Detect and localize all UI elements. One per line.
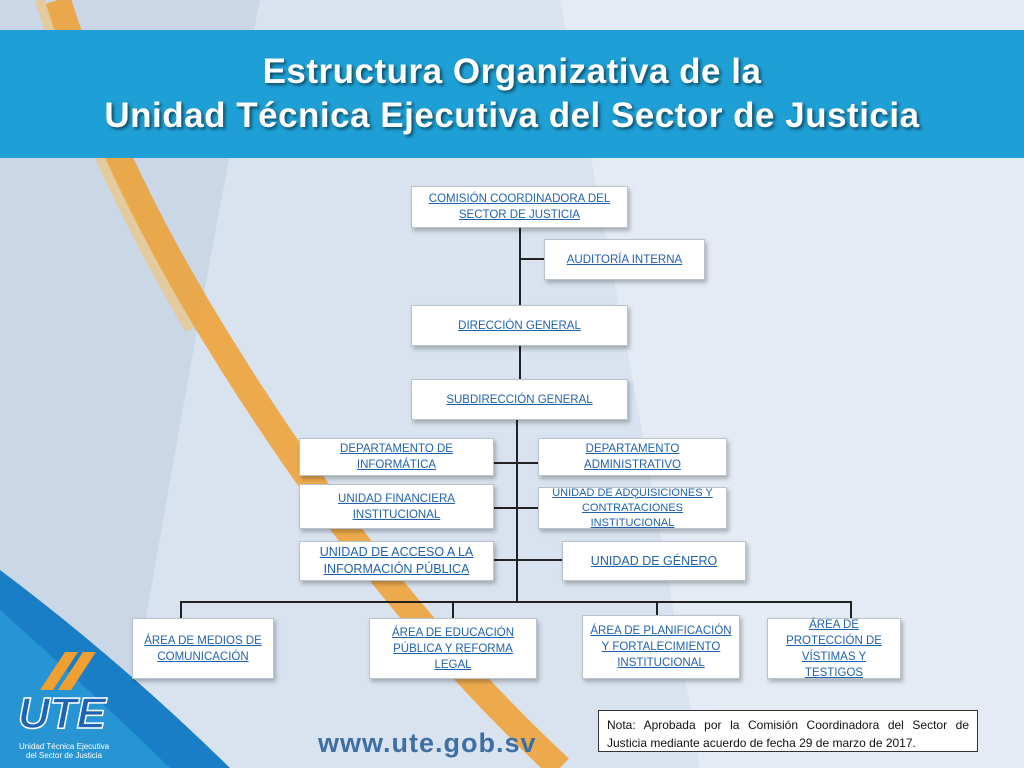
box-subdireccion-general[interactable]: SUBDIRECCIÓN GENERAL (411, 379, 628, 420)
connector-direccion-sub (519, 346, 521, 379)
box-unidad-financiera[interactable]: UNIDAD FINANCIERA INSTITUCIONAL (299, 484, 494, 529)
box-area-medios[interactable]: ÁREA DE MEDIOS DE COMUNICACIÓN (132, 618, 274, 679)
box-unidad-genero[interactable]: UNIDAD DE GÉNERO (562, 541, 746, 581)
auditoria-label: AUDITORÍA INTERNA (566, 253, 683, 266)
box-area-planificacion[interactable]: ÁREA DE PLANIFICACIÓN Y FORTALECIMIENTO … (582, 615, 740, 679)
page-title-line-2: Unidad Técnica Ejecutiva del Sector de J… (104, 96, 920, 135)
connector-area-2 (452, 601, 454, 618)
box-unidad-adquisiciones[interactable]: UNIDAD DE ADQUISICIONES Y CONTRATACIONES… (538, 487, 727, 529)
box-departamento-informatica[interactable]: DEPARTAMENTO DE INFORMÁTICA (299, 438, 494, 476)
unidad-financiera-label: UNIDAD FINANCIERA INSTITUCIONAL (338, 492, 455, 521)
connector-row2 (494, 507, 538, 509)
area-proteccion-label: ÁREA DE PROTECCIÓN DE VÍSTIMAS Y TESTIGO… (786, 618, 882, 679)
area-planificacion-label: ÁREA DE PLANIFICACIÓN Y FORTALECIMIENTO … (590, 625, 732, 669)
unidad-genero-label: UNIDAD DE GÉNERO (590, 553, 718, 568)
unidad-acceso-label: UNIDAD DE ACCESO A LA INFORMACIÓN PÚBLIC… (319, 545, 474, 576)
dep-administrativo-label: DEPARTAMENTO ADMINISTRATIVO (584, 443, 681, 471)
logo-text: UTE (18, 689, 108, 738)
box-departamento-administrativo[interactable]: DEPARTAMENTO ADMINISTRATIVO (538, 438, 727, 476)
dep-informatica-label: DEPARTAMENTO DE INFORMÁTICA (340, 443, 453, 471)
website-url[interactable]: www.ute.gob.sv (318, 728, 537, 758)
connector-main-lower (516, 420, 518, 602)
page-title-line-1: Estructura Organizativa de la (262, 52, 762, 91)
connector-acceso (494, 559, 516, 561)
connector-row1 (494, 462, 538, 464)
logo-subtitle: Unidad Técnica Ejecutiva del Sector de J… (18, 742, 110, 760)
box-auditoria-interna[interactable]: AUDITORÍA INTERNA (544, 239, 705, 280)
connector-main-top (519, 228, 521, 305)
box-comision-coordinadora[interactable]: COMISIÓN COORDINADORA DEL SECTOR DE JUST… (411, 186, 628, 228)
unidad-adquisiciones-label: UNIDAD DE ADQUISICIONES Y CONTRATACIONES… (552, 486, 713, 529)
area-educacion-label: ÁREA DE EDUCACIÓN PÚBLICA Y REFORMA LEGA… (391, 626, 515, 671)
direccion-label: DIRECCIÓN GENERAL (458, 319, 581, 332)
area-medios-label: ÁREA DE MEDIOS DE COMUNICACIÓN (144, 634, 262, 663)
connector-areas-bar (180, 601, 852, 603)
box-area-proteccion[interactable]: ÁREA DE PROTECCIÓN DE VÍSTIMAS Y TESTIGO… (767, 618, 901, 679)
connector-auditoria (519, 258, 544, 260)
comision-label: COMISIÓN COORDINADORA DEL SECTOR DE JUST… (428, 193, 611, 221)
ute-logo: UTE (17, 652, 108, 739)
approval-note: Nota: Aprobada por la Comisión Coordinad… (598, 710, 978, 752)
connector-genero (516, 559, 562, 561)
connector-area-1 (180, 601, 182, 618)
connector-area-4 (850, 601, 852, 618)
box-area-educacion[interactable]: ÁREA DE EDUCACIÓN PÚBLICA Y REFORMA LEGA… (369, 618, 537, 679)
subdireccion-label: SUBDIRECCIÓN GENERAL (446, 393, 593, 406)
box-direccion-general[interactable]: DIRECCIÓN GENERAL (411, 305, 628, 346)
box-unidad-acceso-informacion[interactable]: UNIDAD DE ACCESO A LA INFORMACIÓN PÚBLIC… (299, 541, 494, 581)
title-banner (0, 30, 1024, 158)
connector-area-3 (656, 601, 658, 618)
